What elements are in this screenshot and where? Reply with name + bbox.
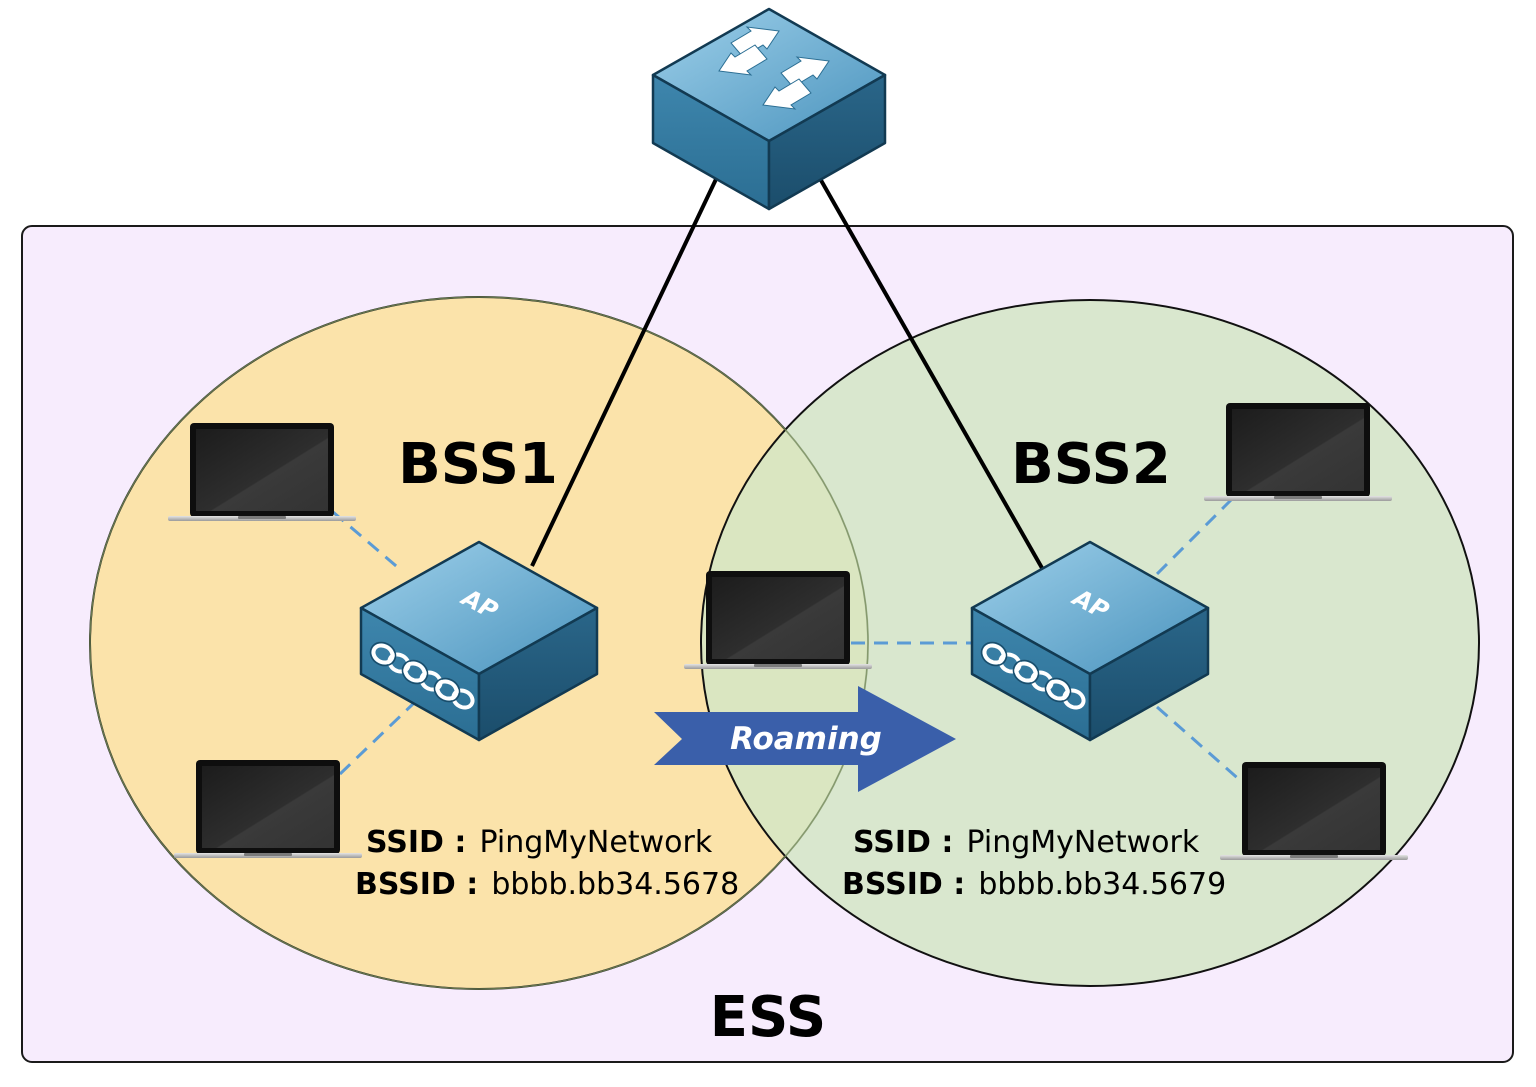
bss2-ssid-line: SSID : PingMyNetwork — [853, 825, 1200, 860]
bss2-bssid-value: bbbb.bb34.5679 — [978, 867, 1226, 902]
uplink-ap1 — [530, 174, 720, 567]
laptop-bss1-bottom — [174, 760, 362, 858]
bss1-info: SSID : PingMyNetwork BSSID : bbbb.bb34.5… — [355, 825, 739, 902]
bss1-bssid-key: BSSID : — [355, 867, 478, 902]
bss1-bssid-line: BSSID : bbbb.bb34.5678 — [355, 867, 739, 902]
laptop-bss2-top — [1204, 403, 1392, 501]
uplink-ap2 — [816, 174, 1044, 569]
bss2-title: BSS2 — [1011, 432, 1171, 497]
bss2-bssid-line: BSSID : bbbb.bb34.5679 — [842, 867, 1226, 902]
bss2-info: SSID : PingMyNetwork BSSID : bbbb.bb34.5… — [842, 825, 1226, 902]
access-point-bss1: AP — [359, 540, 599, 742]
bss2-ssid-key: SSID : — [853, 825, 953, 860]
bss1-ssid-key: SSID : — [366, 825, 466, 860]
switch — [651, 7, 887, 211]
wireless-link — [1155, 497, 1234, 576]
roaming-arrow: Roaming — [654, 686, 956, 792]
bss1-ssid-value: PingMyNetwork — [479, 825, 712, 860]
switch-arrows-icon — [718, 26, 830, 110]
wireless-link — [332, 510, 403, 573]
ess-title: ESS — [710, 985, 826, 1050]
bss1-title: BSS1 — [398, 432, 558, 497]
bss1-bssid-value: bbbb.bb34.5678 — [491, 867, 739, 902]
bss1-coverage-outline — [89, 296, 869, 990]
bss1-ssid-line: SSID : PingMyNetwork — [366, 825, 713, 860]
laptop-bss1-top — [168, 423, 356, 521]
bss2-ssid-value: PingMyNetwork — [966, 825, 1199, 860]
wireless-link — [338, 701, 416, 776]
laptop-bss2-bottom — [1220, 762, 1408, 860]
access-point-bss2: AP — [970, 540, 1210, 742]
roaming-label: Roaming — [730, 721, 882, 757]
wireless-link — [1156, 705, 1243, 784]
bss2-bssid-key: BSSID : — [842, 867, 965, 902]
laptop-roaming — [684, 571, 872, 669]
